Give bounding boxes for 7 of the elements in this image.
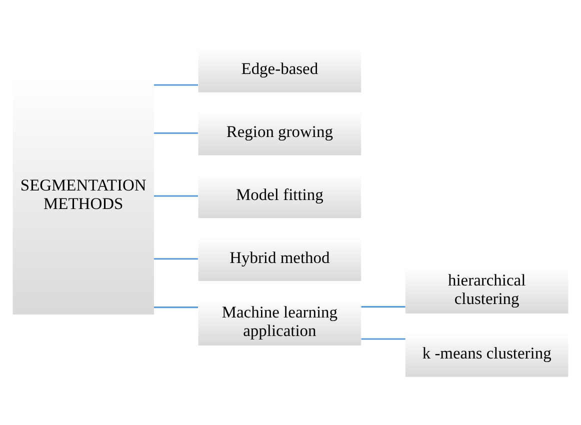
connector — [361, 306, 406, 308]
connector — [361, 338, 406, 340]
connector — [154, 84, 198, 86]
connector — [154, 195, 198, 197]
connector — [154, 258, 198, 260]
connector — [154, 306, 198, 308]
connector — [154, 132, 198, 134]
